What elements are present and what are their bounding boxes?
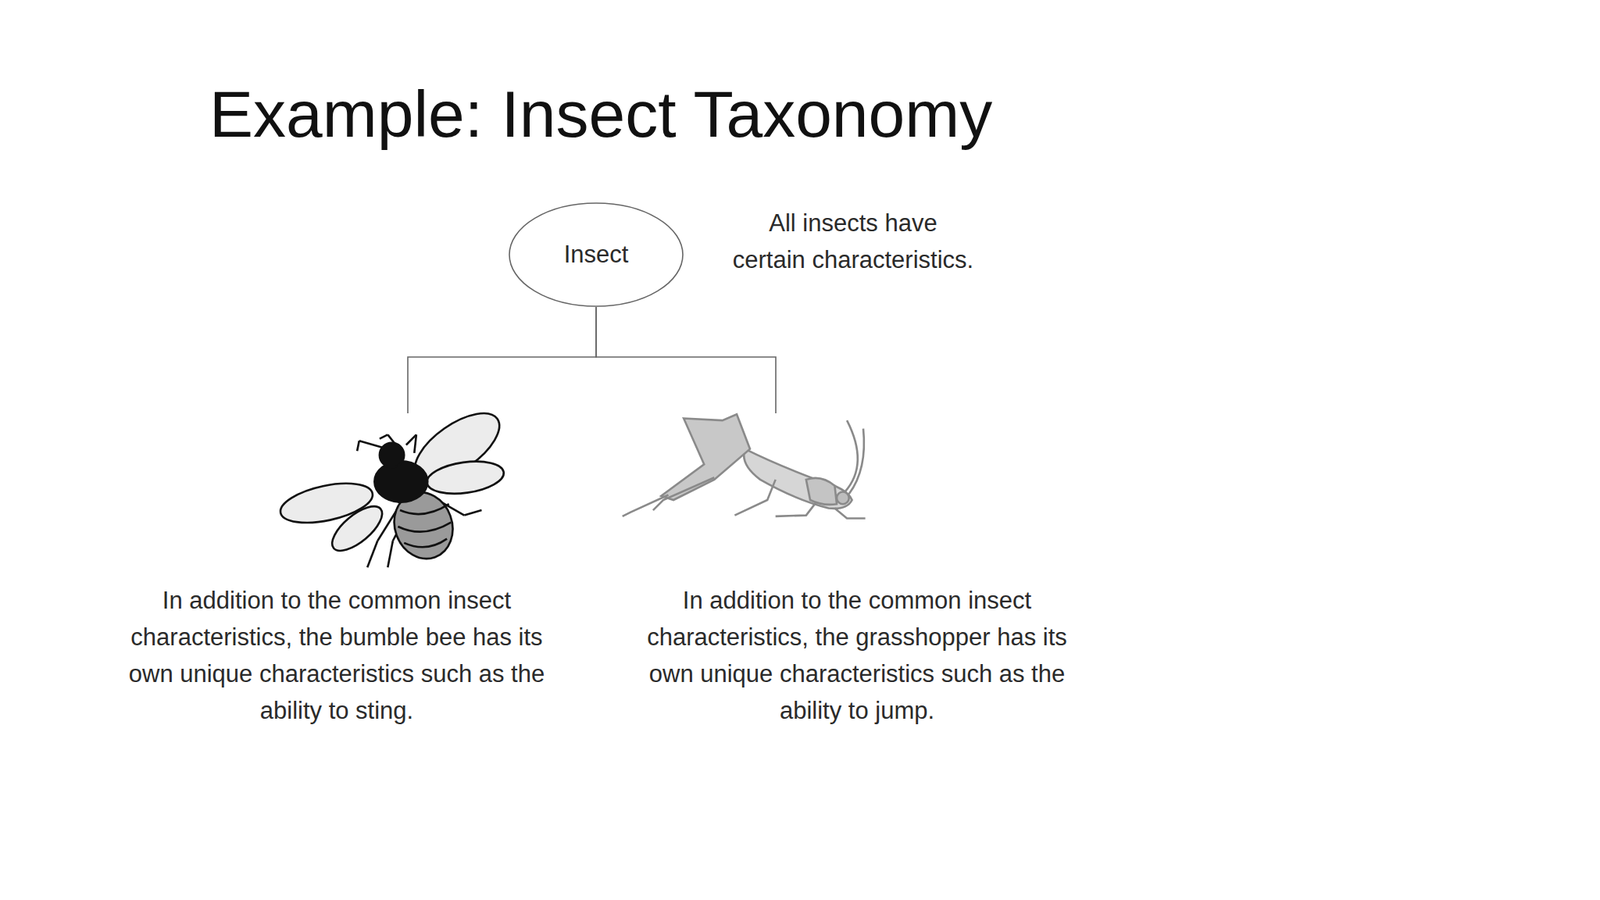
tree-connector: [596, 307, 776, 414]
node-label: Insect: [564, 239, 629, 269]
tree-connector: [407, 307, 597, 414]
slide-title: Example: Insect Taxonomy: [209, 81, 993, 147]
taxonomy-ellipse: Insect: [508, 202, 684, 308]
side-note: All insects have certain characteristics…: [696, 204, 1010, 279]
bumble-bee-illustration: [277, 400, 511, 568]
insect-description: In addition to the common insect charact…: [121, 413, 552, 729]
insect-description: In addition to the common insect charact…: [636, 413, 1079, 729]
description-text: In addition to the common insect charact…: [636, 582, 1079, 729]
description-text: In addition to the common insect charact…: [121, 582, 552, 729]
grasshopper-illustration: [622, 414, 866, 518]
ellipse-outline: [509, 203, 683, 307]
